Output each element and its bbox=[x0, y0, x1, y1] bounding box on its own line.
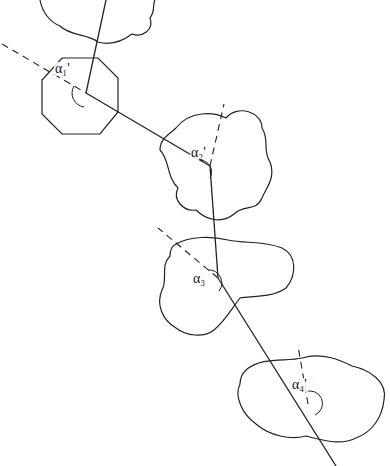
connecting-line bbox=[210, 166, 218, 278]
particle-outline bbox=[238, 356, 385, 442]
angle-arc bbox=[305, 391, 323, 415]
connecting-line bbox=[86, 0, 106, 93]
angle-arc bbox=[200, 160, 212, 178]
angle-label: α₄' bbox=[291, 378, 308, 392]
angle-label: α₁' bbox=[54, 62, 71, 76]
connecting-line bbox=[218, 278, 336, 466]
angle-label: α₃ bbox=[192, 272, 206, 286]
angle-label: α₂' bbox=[190, 146, 207, 160]
octagon-particle bbox=[42, 58, 118, 134]
particle-outline bbox=[160, 237, 294, 335]
particle-outline bbox=[160, 111, 272, 220]
connecting-line bbox=[86, 93, 210, 166]
extension-line bbox=[2, 44, 86, 93]
extension-line bbox=[158, 228, 218, 278]
extension-line bbox=[298, 346, 308, 404]
angle-arc bbox=[208, 270, 222, 291]
extension-line bbox=[210, 104, 224, 166]
angle-arc bbox=[72, 86, 84, 107]
